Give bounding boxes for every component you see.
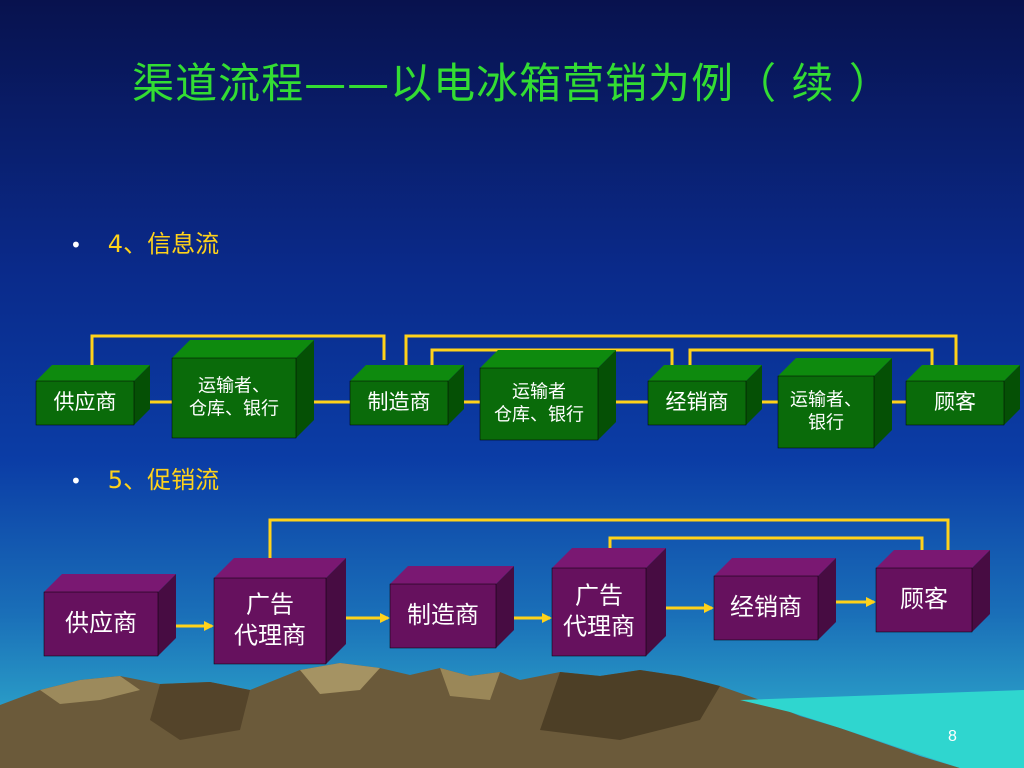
mountain-ridge-shadow (540, 670, 720, 740)
node-side-face (326, 558, 346, 664)
node-label: 运输者、 (790, 389, 862, 410)
node-side-face (158, 574, 176, 656)
bullet-dot-icon: • (70, 233, 82, 257)
node-front-face (213, 577, 327, 665)
slide-title: 渠道流程——以电冰箱营销为例（ 续 ） (132, 59, 892, 108)
node-top-face (778, 358, 892, 376)
node-front-face (43, 591, 159, 657)
node-top-face (214, 558, 346, 578)
node-label: 运输者、 (198, 375, 270, 396)
node-front-face (171, 357, 297, 439)
node-top-face (552, 548, 666, 568)
node-label: 仓库、银行 (189, 399, 279, 420)
node-top-face (350, 365, 464, 381)
node-front-face (713, 575, 819, 641)
node-label: 制造商 (407, 601, 479, 629)
mountain-ridge-shadow (150, 682, 250, 740)
node-top-face (390, 566, 514, 584)
node-top-face (172, 340, 314, 358)
node-top-face (480, 350, 616, 368)
mountain-ridge-light (40, 676, 140, 704)
node-front-face (905, 380, 1005, 426)
flow-node: 供应商 (43, 574, 176, 657)
node-top-face (906, 365, 1020, 381)
node-side-face (296, 340, 314, 438)
node-label: 顾客 (934, 390, 976, 414)
information-flow-diagram: 供应商运输者、仓库、银行制造商运输者仓库、银行经销商运输者、银行顾客 (35, 334, 1020, 449)
node-front-face (875, 567, 973, 633)
node-side-face (448, 365, 464, 425)
flow-node: 供应商 (35, 365, 150, 426)
node-top-face (36, 365, 150, 381)
node-side-face (134, 365, 150, 425)
node-label: 代理商 (563, 613, 635, 641)
flow-node: 制造商 (349, 365, 464, 426)
flow-node: 经销商 (713, 558, 836, 641)
node-label: 制造商 (368, 390, 431, 414)
mountain-ridge-light (440, 668, 500, 700)
node-top-face (648, 365, 762, 381)
node-front-face (479, 367, 599, 441)
node-front-face (389, 583, 497, 649)
info-arrow-manufacturer-to-customer (404, 334, 961, 376)
node-label: 代理商 (234, 622, 306, 650)
node-label: 广告 (246, 590, 294, 618)
node-side-face (972, 550, 990, 632)
node-label: 仓库、银行 (494, 405, 584, 426)
flow-node: 运输者、仓库、银行 (171, 340, 314, 439)
node-side-face (1004, 365, 1020, 425)
promo-arrow-agency-to-customer (268, 518, 953, 578)
node-front-face (349, 380, 449, 426)
node-side-face (646, 548, 666, 656)
flow-node: 经销商 (647, 365, 762, 426)
node-label: 顾客 (900, 585, 948, 613)
node-label: 银行 (808, 413, 844, 434)
node-top-face (876, 550, 990, 568)
node-label: 广告 (575, 581, 623, 609)
page-number: 8 (948, 728, 957, 745)
node-side-face (598, 350, 616, 440)
mountain-ridge-light (300, 663, 380, 694)
node-front-face (647, 380, 747, 426)
flow-node: 顾客 (875, 550, 990, 633)
node-front-face (551, 567, 647, 657)
bullet-label: 4、信息流 (107, 230, 220, 258)
node-side-face (818, 558, 836, 640)
node-front-face (35, 380, 135, 426)
bullet-promotion-flow: • 5、促销流 (70, 460, 219, 495)
info-arrow-dealer-to-customer (688, 348, 937, 376)
node-side-face (496, 566, 514, 648)
bullet-label: 5、促销流 (107, 466, 220, 494)
water (740, 690, 1024, 768)
node-label: 运输者 (512, 381, 566, 402)
node-label: 供应商 (65, 609, 137, 637)
node-side-face (874, 358, 892, 448)
bullet-information-flow: • 4、信息流 (70, 224, 219, 259)
node-top-face (714, 558, 836, 576)
info-arrow-manufacturer-to-supplier (87, 334, 386, 376)
flow-node: 顾客 (905, 365, 1020, 426)
bullet-dot-icon: • (70, 469, 82, 493)
node-label: 经销商 (666, 390, 729, 414)
node-label: 供应商 (54, 390, 117, 414)
node-front-face (777, 375, 875, 449)
flow-node: 运输者、银行 (777, 358, 892, 449)
flow-node: 制造商 (389, 566, 514, 649)
node-label: 经销商 (730, 593, 802, 621)
node-top-face (44, 574, 176, 592)
node-side-face (746, 365, 762, 425)
